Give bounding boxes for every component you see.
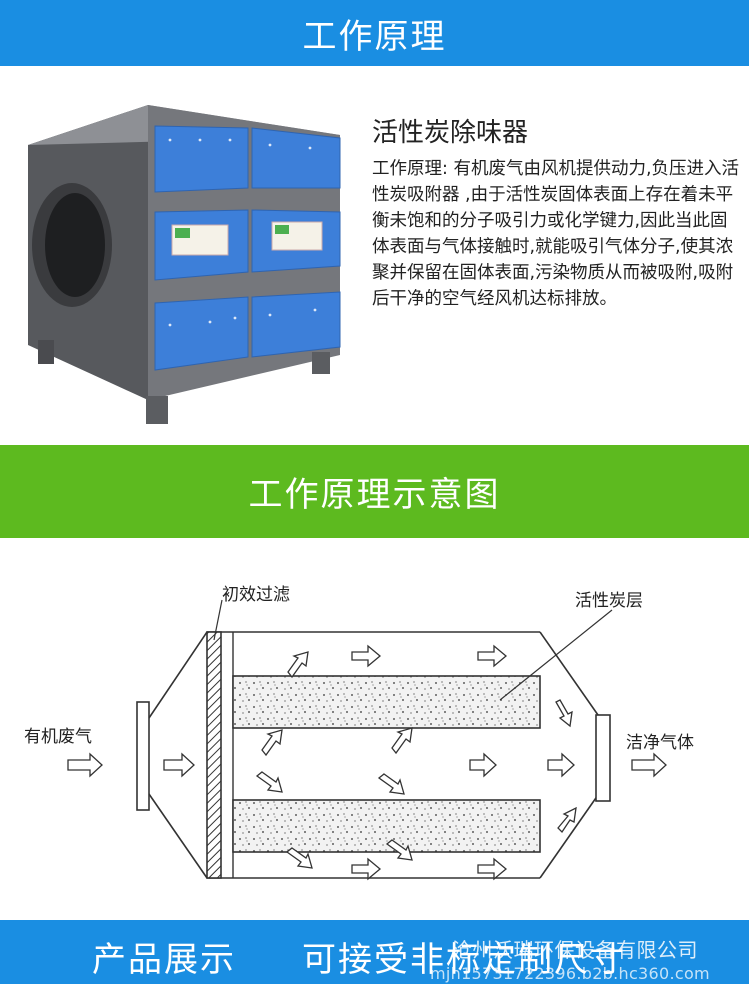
bottom-banner: 产品展示 可接受非标定制尺寸 沧州沃瑞环保设备有限公司 mjh157317223… bbox=[0, 920, 749, 984]
mid-banner-title: 工作原理示意图 bbox=[248, 475, 501, 515]
top-banner-title: 工作原理 bbox=[302, 16, 447, 57]
bottom-banner-left: 产品展示 bbox=[92, 940, 236, 980]
product-image bbox=[28, 105, 341, 424]
label-outlet-gas: 洁净气体 bbox=[626, 733, 694, 753]
bottom-banner-right: 可接受非标定制尺寸 bbox=[302, 940, 626, 980]
label-carbon-layer: 活性炭层 bbox=[575, 591, 643, 611]
label-primary-filter: 初效过滤 bbox=[222, 585, 290, 605]
principle-diagram: 初效过滤 活性炭层 有机废气 洁净气体 bbox=[0, 560, 749, 910]
watermark-url: mjh15731722396.b2b.hc360.com bbox=[430, 964, 710, 983]
product-description: 工作原理: 有机废气由风机提供动力,负压进入活性炭吸附器 ,由于活性炭固体表面上… bbox=[372, 159, 740, 309]
top-banner: 工作原理 bbox=[0, 0, 749, 66]
mid-banner: 工作原理示意图 bbox=[0, 445, 749, 538]
product-name: 活性炭除味器 bbox=[372, 118, 529, 148]
label-inlet-gas: 有机废气 bbox=[24, 727, 92, 747]
watermark-company: 沧州沃瑞环保设备有限公司 bbox=[452, 938, 698, 962]
diagram-drawing bbox=[67, 599, 667, 881]
